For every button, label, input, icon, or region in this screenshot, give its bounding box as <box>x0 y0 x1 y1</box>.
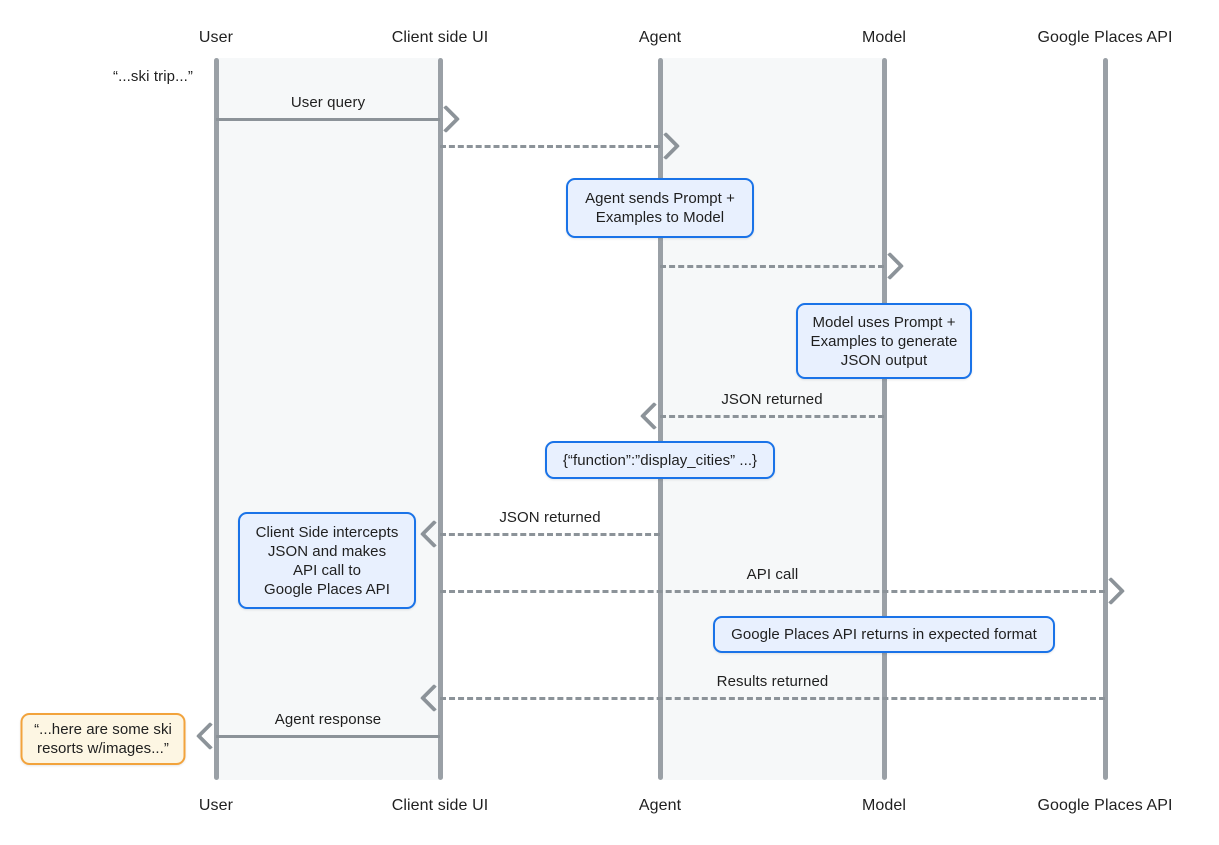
note-text-json-function-payload: {“function”:”display_cities” ...} <box>562 451 758 469</box>
note-places-returns-format: Google Places API returns in expected fo… <box>713 616 1055 653</box>
lifeline-model <box>881 58 887 780</box>
note-json-function-payload: {“function”:”display_cities” ...} <box>545 441 775 479</box>
note-user-reply-note: “...here are some ski resorts w/images..… <box>20 713 186 765</box>
lifeline-agent <box>657 58 663 780</box>
message-line-json-returned-1 <box>660 415 884 418</box>
note-client-intercepts: Client Side intercepts JSON and makes AP… <box>238 512 416 609</box>
actor-header-user: User <box>198 29 234 46</box>
lifeline-client <box>437 58 443 780</box>
note-agent-sends-prompt: Agent sends Prompt + Examples to Model <box>566 178 754 238</box>
message-line-client-to-agent <box>440 145 660 148</box>
note-text-model-uses-prompt: Model uses Prompt + Examples to generate… <box>810 313 958 369</box>
actor-footer-agent: Agent <box>638 797 682 814</box>
message-label-api-call: API call <box>746 566 799 583</box>
note-model-uses-prompt: Model uses Prompt + Examples to generate… <box>796 303 972 379</box>
lifeline-user <box>213 58 219 780</box>
band-agent-model <box>660 58 884 780</box>
band-user-client <box>216 58 440 780</box>
message-label-json-returned-1: JSON returned <box>721 391 823 408</box>
actor-header-agent: Agent <box>638 29 682 46</box>
actor-footer-client: Client side UI <box>391 797 489 814</box>
actor-footer-places: Google Places API <box>1037 797 1173 814</box>
message-line-results-returned <box>440 697 1105 700</box>
message-label-agent-response: Agent response <box>274 711 382 728</box>
arrowhead-api-call <box>1096 576 1126 606</box>
note-text-client-intercepts: Client Side intercepts JSON and makes AP… <box>255 523 399 598</box>
actor-header-client: Client side UI <box>391 29 489 46</box>
message-line-api-call <box>440 590 1105 593</box>
note-text-user-reply-note: “...here are some ski resorts w/images..… <box>34 721 172 757</box>
message-line-agent-to-model <box>660 265 884 268</box>
note-text-places-returns-format: Google Places API returns in expected fo… <box>731 626 1037 643</box>
plain-note-user-ski-trip-quote: “...ski trip...” <box>113 68 193 85</box>
message-line-json-returned-2 <box>440 533 660 536</box>
note-text-agent-sends-prompt: Agent sends Prompt + Examples to Model <box>585 190 735 226</box>
actor-footer-user: User <box>198 797 234 814</box>
message-label-user-query: User query <box>290 94 366 111</box>
actor-header-places: Google Places API <box>1037 29 1173 46</box>
actor-header-model: Model <box>861 29 907 46</box>
actor-footer-model: Model <box>861 797 907 814</box>
message-line-user-query <box>216 118 440 121</box>
lifeline-places <box>1102 58 1108 780</box>
message-line-agent-response <box>216 735 440 738</box>
message-label-results-returned: Results returned <box>716 673 829 690</box>
message-label-json-returned-2: JSON returned <box>499 509 601 526</box>
